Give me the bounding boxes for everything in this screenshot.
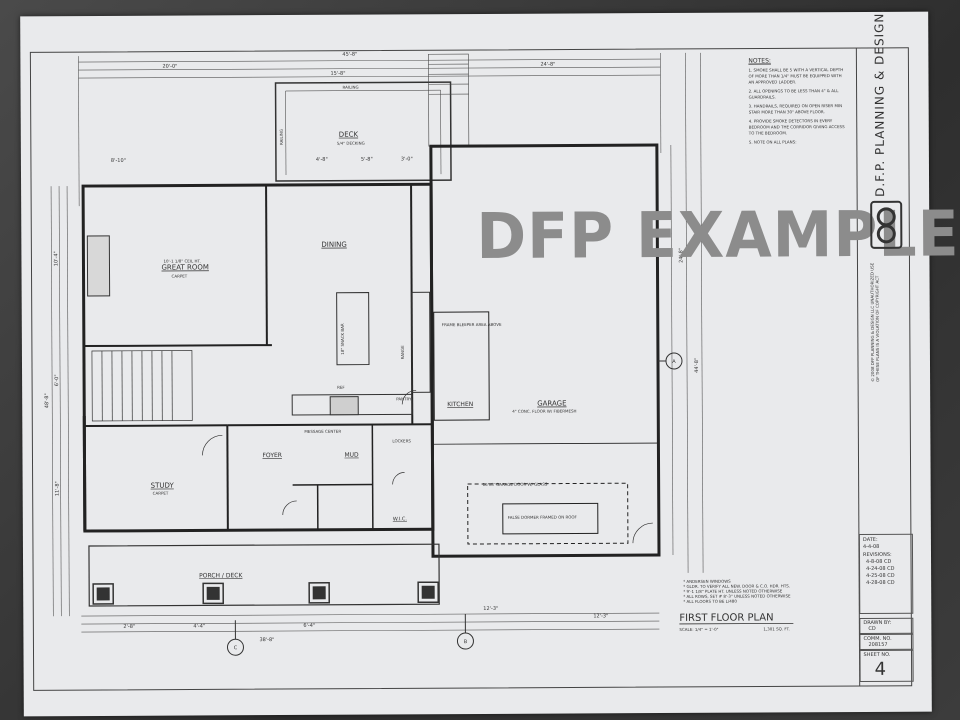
interior-stair	[91, 350, 193, 422]
great-room-ceiling: 10'-1 1/8" CEIL HT.	[163, 258, 200, 263]
section-marker-a	[657, 352, 683, 370]
dim-side-e: 6'-0"	[54, 374, 60, 386]
dim-bottom-e: 6'-4"	[303, 623, 315, 629]
bottom-dimension-lines	[81, 612, 660, 633]
dim-top-a: 20'-0"	[162, 64, 177, 70]
top-dimension-lines	[78, 53, 662, 207]
dim-bottom-a: 12'-3"	[483, 606, 498, 612]
porch-outline	[88, 543, 440, 607]
room-dining: DINING	[321, 241, 346, 249]
revisions-label: REVISIONS:	[862, 551, 892, 558]
right-dimension-lines	[670, 52, 704, 573]
notes-block: NOTES: 1. SMOKE SHALL BE 5 WITH A VERTIC…	[748, 57, 848, 146]
notes-heading: NOTES:	[748, 57, 771, 65]
room-great-room-sub: CARPET	[172, 274, 188, 279]
dim-bottom-b: 12'-3"	[593, 613, 608, 619]
room-pantry: PANTRY	[396, 396, 412, 401]
dim-deck-c: 4'-8"	[316, 157, 328, 163]
room-kitchen: KITCHEN	[447, 401, 473, 408]
note-item: 3. HANDRAILS, REQUIRED ON OPEN RISER MIN…	[748, 103, 843, 115]
firm-logo	[870, 200, 903, 249]
room-lockers: LOCKERS	[392, 438, 411, 443]
note-item: 5. NOTE ON ALL PLANS:	[748, 139, 797, 145]
comm-no-value: 208157	[868, 641, 888, 648]
garage-walls	[429, 143, 661, 558]
sheet-no-value: 4	[874, 658, 887, 680]
dim-bottom-d: 4'-4"	[193, 623, 205, 629]
plan-title-underline	[679, 622, 794, 625]
room-snack-bar: 18" SNACK BAR	[340, 323, 345, 355]
section-label-c: C	[234, 645, 238, 651]
door-swings	[202, 389, 653, 544]
kitchen-counters	[291, 291, 431, 416]
comm-no-block: COMM. NO. 208157	[859, 633, 914, 650]
room-study: STUDY	[151, 482, 175, 490]
dim-top-overall: 45'-8"	[342, 52, 357, 58]
deck-railing-top: RAILING	[343, 85, 359, 90]
revision-entry: 4-8-08 CD	[866, 558, 892, 565]
garage-door-note: 16'x8' GARAGE DOOR W/ GLASS	[483, 482, 548, 487]
blueprint-sheet: 45'-8" 20'-0" 15'-8" 24'-8" 8'-10" 3'-0"…	[20, 0, 960, 717]
footer-notes: * ANDERSEN WINDOWS * GLDR. TO VERIFY ALL…	[683, 578, 833, 604]
room-range: RANGE	[400, 345, 405, 359]
section-marker-b	[456, 614, 474, 650]
room-refrig: REF	[337, 385, 345, 390]
room-great-room: GREAT ROOM	[161, 263, 208, 271]
fireplace	[86, 235, 111, 297]
dim-bottom-c: 2'-8"	[123, 624, 135, 630]
dim-deck-b: 3'-0"	[401, 156, 413, 162]
plan-area: 1,301 SQ. FT.	[763, 626, 789, 631]
room-foyer: FOYER	[262, 452, 282, 459]
left-dimension-lines	[50, 186, 70, 617]
note-item: 2. ALL OPENINGS TO BE LESS THAN 4" & ALL…	[748, 88, 839, 100]
room-porch: PORCH / DECK	[199, 572, 243, 579]
room-garage: GARAGE	[537, 400, 566, 408]
sheet-border	[29, 47, 913, 691]
frame-bleeper-note: FRAME BLEEPER AREA ABOVE	[442, 322, 502, 327]
dim-top-c: 24'-8"	[540, 62, 555, 68]
floor-plan-drawing: 45'-8" 20'-0" 15'-8" 24'-8" 8'-10" 3'-0"…	[29, 47, 913, 691]
drawn-by-block: DRAWN BY: CD	[859, 617, 914, 634]
section-marker-c	[226, 620, 244, 656]
dim-right-a: 24'-8"	[678, 248, 684, 263]
room-wic: W.I.C.	[393, 516, 408, 522]
room-false-dormer: FALSE DORMER FRAMED ON ROOF	[508, 514, 578, 519]
sheet-no-label: SHEET NO.	[863, 651, 891, 658]
revision-block: DATE: 4-4-08 REVISIONS: 4-8-08 CD 4-24-0…	[858, 533, 914, 614]
house-walls	[81, 182, 435, 533]
sheet-no-block: SHEET NO. 4	[859, 649, 914, 682]
title-block-divider	[855, 48, 861, 686]
dim-side-f: 11'-8"	[55, 481, 61, 496]
deck-outline	[274, 81, 452, 182]
firm-name: D.F.P. PLANNING & DESIGN, LLC.	[871, 0, 888, 197]
copyright-notice: © 2008 DFP PLANNING & DESIGN LLC UNAUTHO…	[869, 262, 881, 382]
dim-side-d: 10'-4"	[53, 251, 59, 266]
revision-entry: 4-24-08 CD	[866, 565, 895, 572]
room-garage-sub: 4" CONC. FLOOR W/ FIBERMESH	[512, 408, 576, 413]
date-label: DATE:	[862, 536, 878, 543]
deck-railing-side: RAILING	[279, 129, 284, 145]
dim-right-overall: 44'-8"	[694, 358, 700, 373]
plan-scale: SCALE: 1/4" = 1'-0"	[679, 627, 718, 632]
room-deck: DECK	[339, 131, 359, 139]
dim-left-overall: 48'-8"	[44, 393, 50, 408]
note-item: 4. PROVIDE SMOKE DETECTORS IN EVERY BEDR…	[748, 118, 845, 136]
dim-deck-a: 8'-10"	[111, 158, 126, 164]
room-study-sub: CARPET	[153, 491, 169, 496]
note-item: 1. SMOKE SHALL BE 5 WITH A VERTICAL DEPT…	[748, 67, 844, 85]
section-label-b: B	[464, 639, 468, 645]
dim-deck-d: 5'-8"	[361, 157, 373, 163]
plan-title: FIRST FLOOR PLAN	[679, 612, 773, 623]
footer-note: * ALL FLOORS TO BE L/480	[683, 598, 737, 604]
dim-top-b: 15'-8"	[330, 71, 345, 77]
room-deck-sub: 5/4" DECKING	[337, 141, 365, 146]
revision-entry: 4-28-08 CD	[866, 579, 895, 586]
drawn-by-value: CD	[868, 625, 876, 632]
dim-bottom-overall: 38'-8"	[259, 637, 274, 643]
date-value: 4-4-08	[862, 543, 880, 550]
revision-entry: 4-25-08 CD	[866, 572, 895, 579]
section-label-a: A	[672, 359, 676, 365]
room-mud: MUD	[344, 452, 359, 459]
room-message-center: MESSAGE CENTER	[304, 429, 341, 434]
